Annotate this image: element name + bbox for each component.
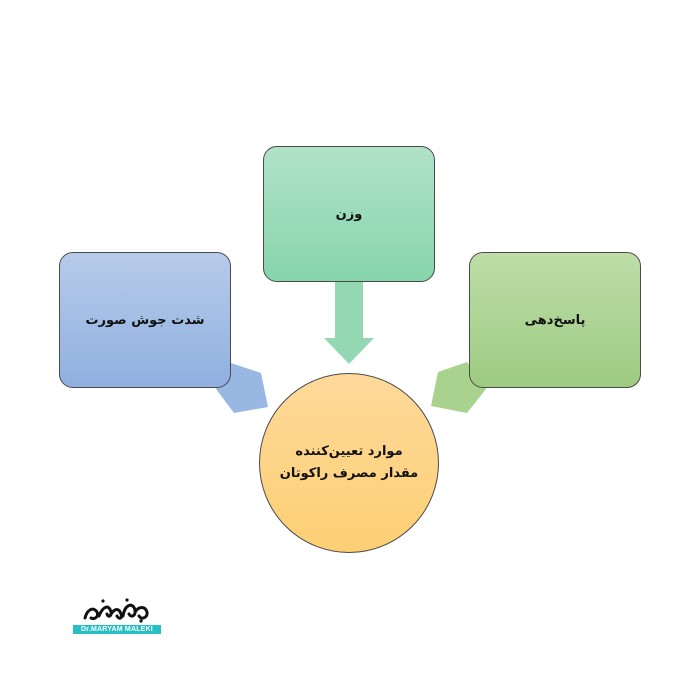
logo-band: Dr.MARYAM MALEKI <box>73 625 161 634</box>
factor-box-weight: وزن <box>263 146 435 282</box>
center-label-line1: موارد تعیین‌کننده <box>295 444 403 459</box>
center-circle: موارد تعیین‌کننده مقدار مصرف راکوتان <box>259 373 439 553</box>
factor-label-weight: وزن <box>335 206 363 222</box>
logo-script-mark <box>83 598 149 623</box>
factor-label-acne-severity: شدت جوش صورت <box>85 312 205 328</box>
brand-logo: Dr.MARYAM MALEKI <box>73 596 161 636</box>
arrow-top <box>324 282 374 364</box>
factor-box-acne-severity: شدت جوش صورت <box>59 252 231 388</box>
center-label-line2: مقدار مصرف راکوتان <box>279 466 419 481</box>
factor-label-responsiveness: پاسخ‌دهی <box>524 312 586 328</box>
factor-box-responsiveness: پاسخ‌دهی <box>469 252 641 388</box>
